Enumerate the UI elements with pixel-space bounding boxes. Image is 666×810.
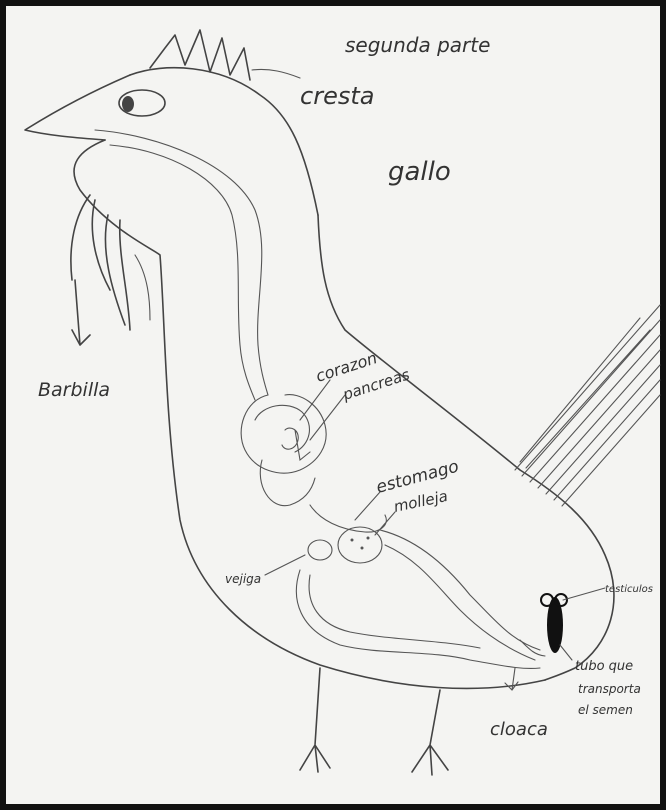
right-leg: [412, 690, 448, 775]
stomach: [310, 505, 386, 532]
tubo-label-line2: transporta: [578, 682, 641, 696]
vejiga-label: vejiga: [225, 572, 261, 586]
testiculos-pointer: [563, 588, 605, 600]
beak: [25, 75, 130, 140]
estomago-label: estomago: [374, 457, 461, 498]
cloaca-label: cloaca: [490, 719, 548, 740]
gizzard: [338, 527, 382, 563]
left-leg: [300, 668, 330, 772]
pancreas-pointer: [310, 395, 345, 440]
subject-label: gallo: [388, 157, 451, 187]
corazon-pointer: [300, 380, 330, 420]
tubo-label-line1: tubo que: [575, 659, 633, 674]
tubo-label-line3: el semen: [578, 703, 633, 717]
heading-label: segunda parte: [345, 33, 490, 57]
heart-organs: [241, 395, 326, 473]
cresta-label: cresta: [300, 82, 374, 110]
intestines: [296, 530, 540, 668]
comb: [150, 30, 250, 80]
wattle: [71, 195, 130, 345]
back-outline: [318, 215, 614, 680]
bladder: [308, 540, 332, 560]
cresta-pointer: [252, 69, 300, 78]
tail-feathers: [515, 305, 660, 506]
testiculos-label: testiculos: [605, 584, 653, 595]
head-outline: [130, 68, 318, 215]
barbilla-label: Barbilla: [38, 379, 110, 401]
estomago-pointer: [355, 492, 380, 520]
esophagus-inner: [110, 145, 255, 400]
esophagus-outer: [95, 130, 268, 395]
neck-chest-outline: [74, 140, 545, 688]
tubo-pointer: [560, 645, 572, 660]
